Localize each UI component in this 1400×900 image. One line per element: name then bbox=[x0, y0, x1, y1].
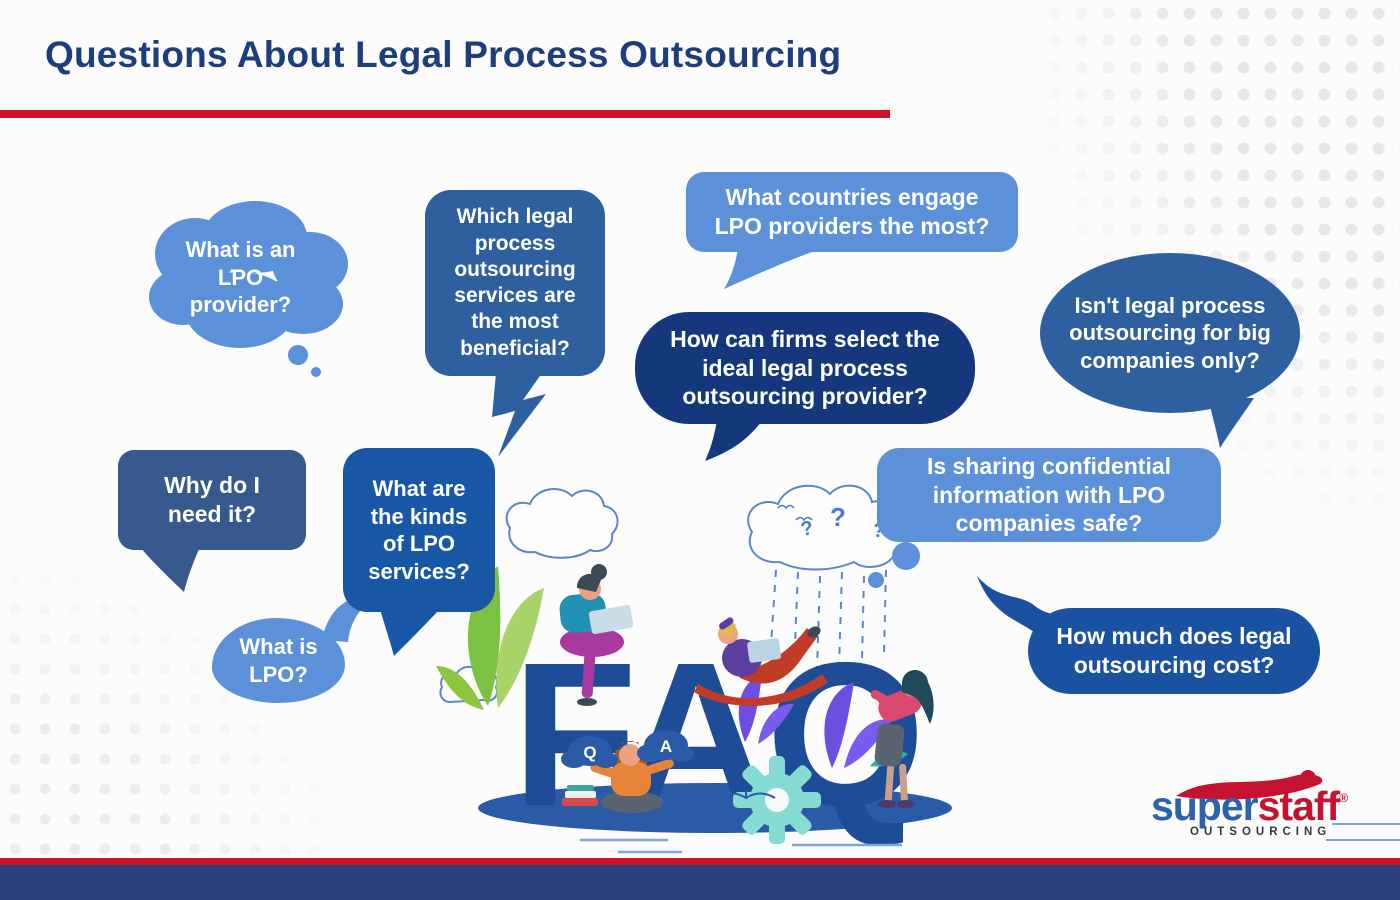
thought-dots-tail bbox=[868, 542, 920, 588]
registered-mark: ® bbox=[1339, 791, 1348, 805]
a-badge-cloud: A bbox=[637, 730, 694, 762]
bubble-tail bbox=[140, 547, 200, 592]
faq-letters: FAQ bbox=[512, 620, 921, 849]
bubble-text: How much does legal outsourcing cost? bbox=[1056, 623, 1292, 678]
bubble-text: Is sharing confidential information with… bbox=[926, 452, 1172, 537]
decor-line bbox=[1332, 823, 1400, 825]
bubble-which-legal-services: Which legal process outsourcing services… bbox=[425, 190, 605, 376]
lightning-tail bbox=[492, 373, 546, 457]
logo-wordmark: superstaff® bbox=[1138, 786, 1360, 827]
bubble-text: What countries engage LPO providers the … bbox=[714, 184, 990, 239]
bubble-how-select-provider: How can firms select the ideal legal pro… bbox=[635, 312, 975, 424]
superstaff-logo: superstaff® OUTSOURCING bbox=[1138, 770, 1360, 842]
bubble-outsourcing-cost: How much does legal outsourcing cost? bbox=[1028, 608, 1320, 694]
thought-cloud-shape bbox=[149, 201, 348, 377]
decor-line bbox=[1326, 839, 1400, 841]
cloud-outline-left bbox=[505, 488, 619, 559]
bubble-text: What is LPO? bbox=[239, 634, 318, 687]
bubble-text: Which legal process outsourcing services… bbox=[454, 205, 576, 360]
bubble-confidential-safe: Is sharing confidential information with… bbox=[877, 448, 1221, 542]
bubble-text: How can firms select the ideal legal pro… bbox=[670, 325, 940, 410]
question-mark: ? bbox=[799, 517, 815, 541]
person-sitting-front bbox=[590, 740, 674, 813]
page-title: Questions About Legal Process Outsourcin… bbox=[45, 34, 842, 75]
open-book bbox=[716, 791, 776, 800]
bubble-big-companies-only: Isn't legal process outsourcing for big … bbox=[1040, 253, 1300, 413]
bubble-kinds-of-services: What are the kinds of LPO services? bbox=[343, 448, 495, 612]
bubble-what-is-lpo-provider: What is an LPO provider? bbox=[135, 192, 350, 382]
bubble-text: What is an LPO provider? bbox=[185, 237, 296, 317]
q-badge-cloud: Q bbox=[561, 736, 618, 768]
bubble-why-need-it: Why do I need it? bbox=[118, 450, 306, 550]
ground-shadow bbox=[478, 783, 952, 833]
person-at-q bbox=[870, 669, 934, 808]
bubble-text: Why do I need it? bbox=[164, 472, 260, 527]
bubble-text: Isn't legal process outsourcing for big … bbox=[1069, 292, 1271, 373]
gear-icon bbox=[733, 756, 821, 844]
logo-staff-text: staff bbox=[1257, 783, 1341, 829]
footer-red-stripe bbox=[0, 858, 1400, 865]
logo-super-text: super bbox=[1150, 783, 1259, 829]
ground-lines bbox=[580, 838, 902, 854]
bubble-tail bbox=[380, 609, 440, 656]
bubble-what-countries: What countries engage LPO providers the … bbox=[686, 172, 1018, 252]
bubble-text: What are the kinds of LPO services? bbox=[368, 476, 470, 584]
a-badge-label: A bbox=[660, 737, 672, 756]
person-on-f bbox=[559, 564, 634, 706]
bubble-tail bbox=[724, 249, 820, 289]
person-on-a bbox=[694, 617, 828, 706]
bubble-tail bbox=[705, 420, 763, 461]
question-mark: ? bbox=[830, 502, 846, 532]
q-badge-label: Q bbox=[583, 743, 596, 762]
footer-navy-bar bbox=[0, 865, 1400, 900]
logo-tagline: OUTSOURCING bbox=[1190, 826, 1332, 838]
books bbox=[562, 785, 598, 806]
title-underline bbox=[0, 110, 890, 118]
